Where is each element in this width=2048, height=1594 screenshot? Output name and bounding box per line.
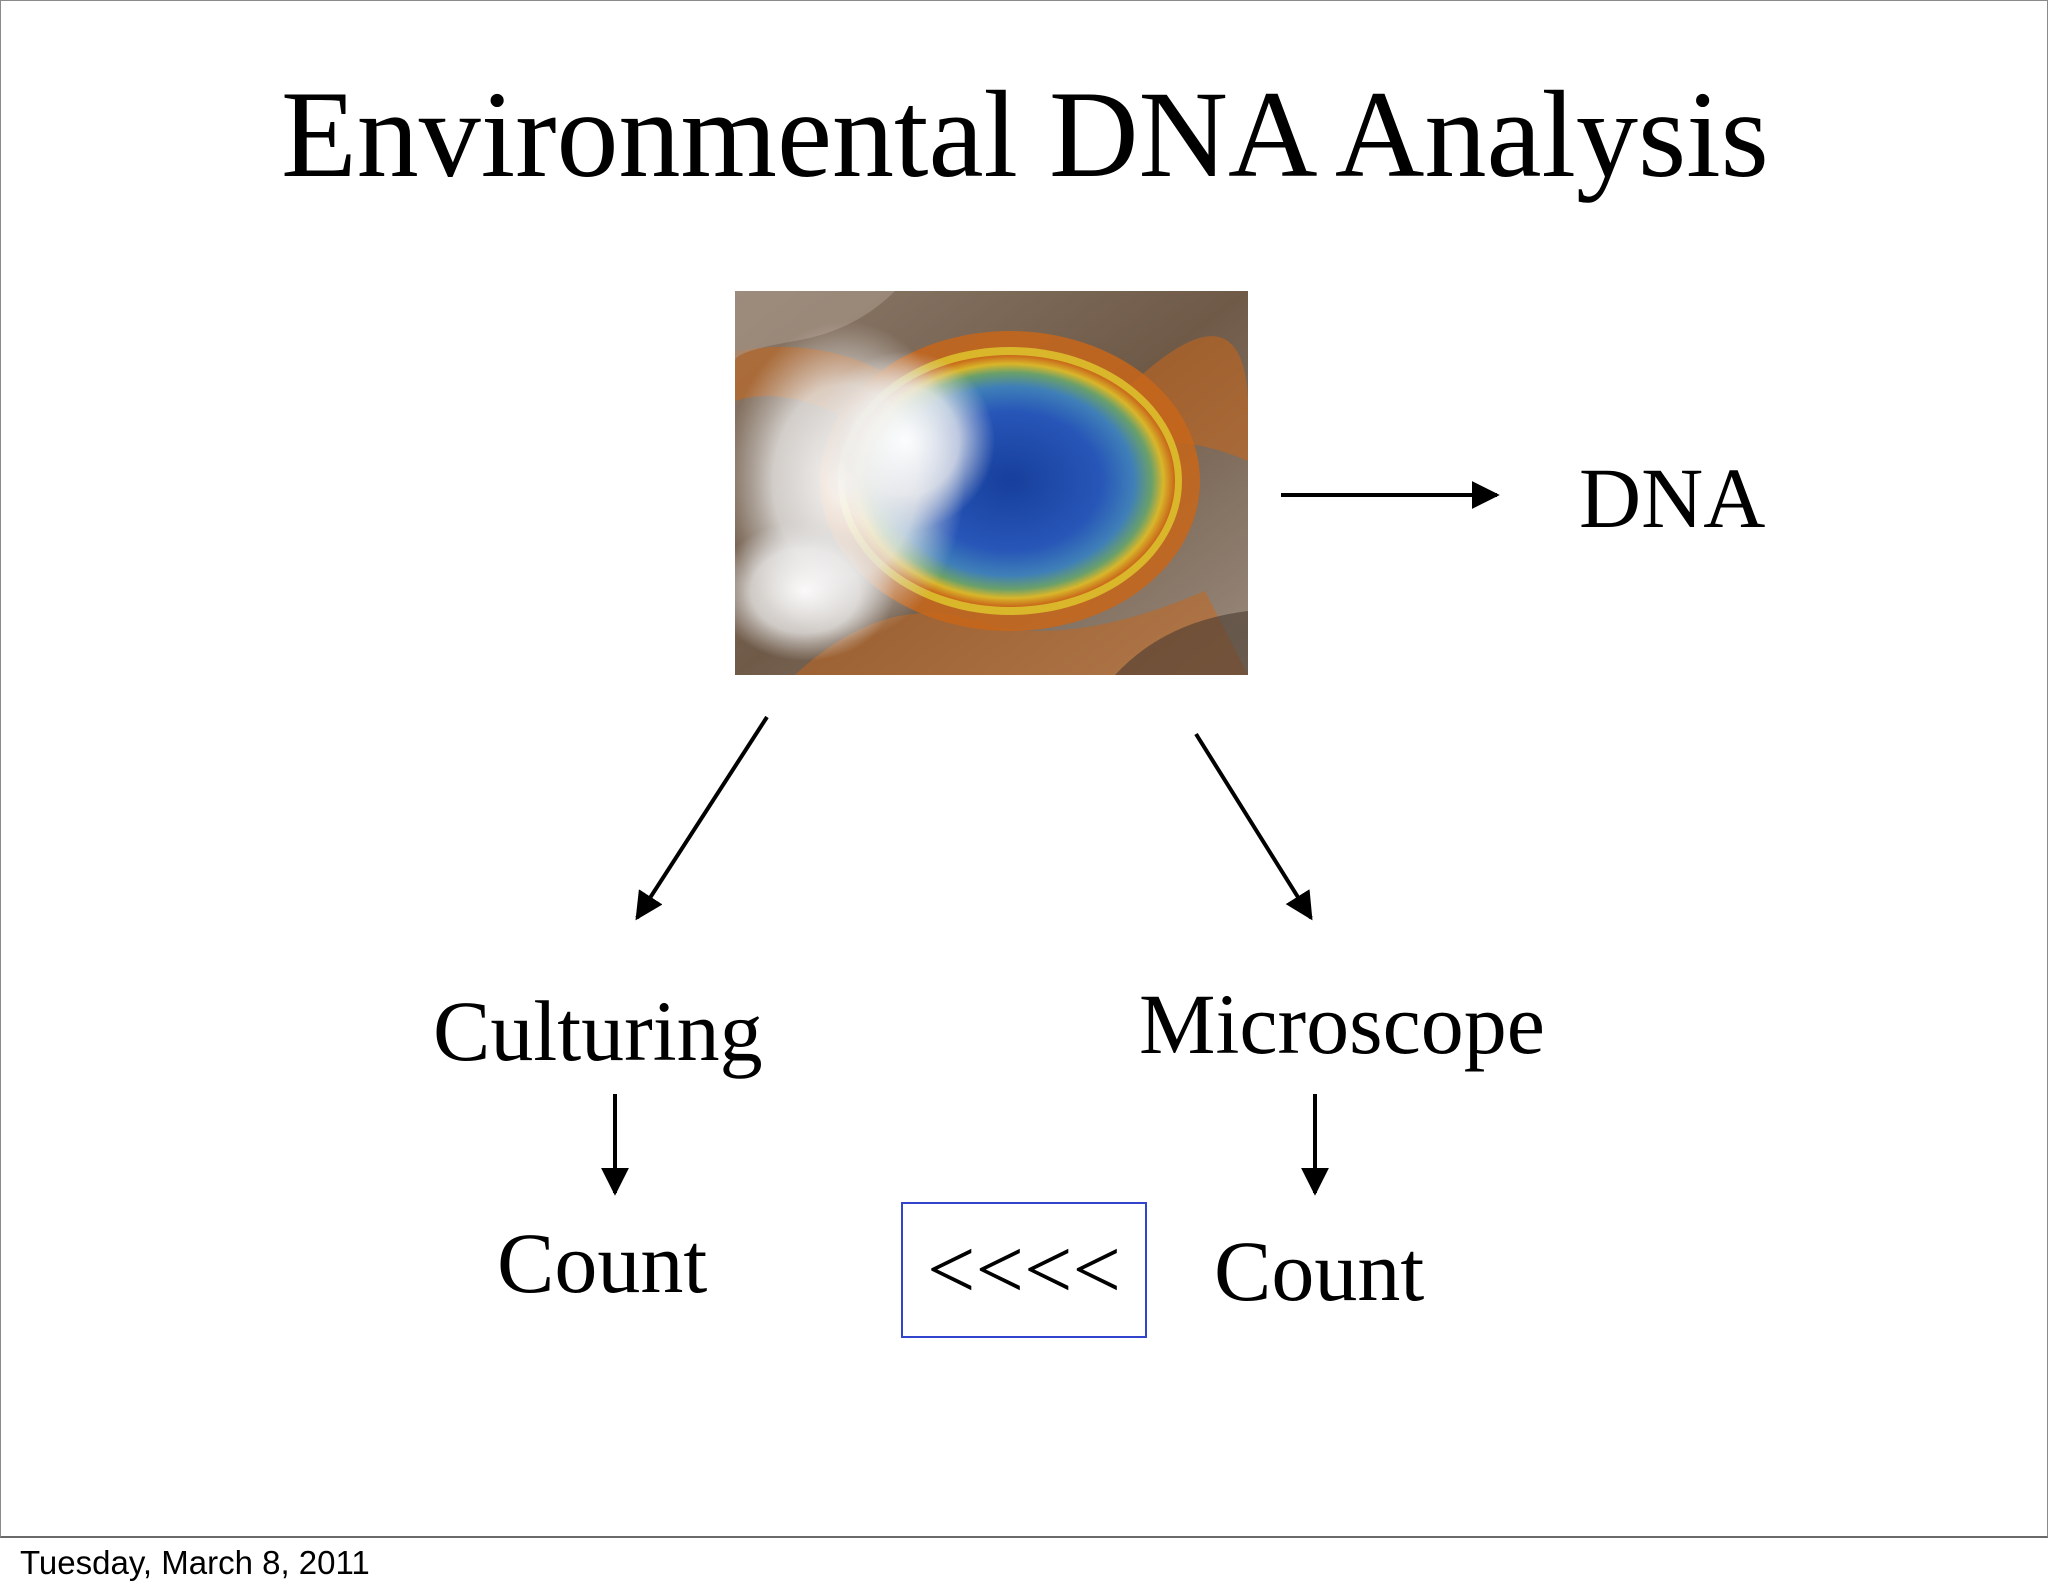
culturing-label: Culturing — [433, 983, 763, 1079]
slide: Environmental DNA Analysis — [0, 0, 2048, 1538]
footer-date: Tuesday, March 8, 2011 — [20, 1544, 370, 1581]
dna-label: DNA — [1579, 450, 1766, 546]
slide-title: Environmental DNA Analysis — [281, 66, 1769, 203]
hot-spring-photo — [735, 291, 1248, 675]
culturing-count-label: Count — [497, 1215, 708, 1311]
arrow-to-microscope — [1194, 732, 1313, 921]
comparison-box: <<<< — [901, 1202, 1147, 1338]
arrow-to-culturing — [635, 715, 769, 921]
much-less-than-symbol: <<<< — [926, 1221, 1121, 1317]
microscope-label: Microscope — [1139, 976, 1545, 1072]
microscope-count-label: Count — [1214, 1223, 1425, 1319]
